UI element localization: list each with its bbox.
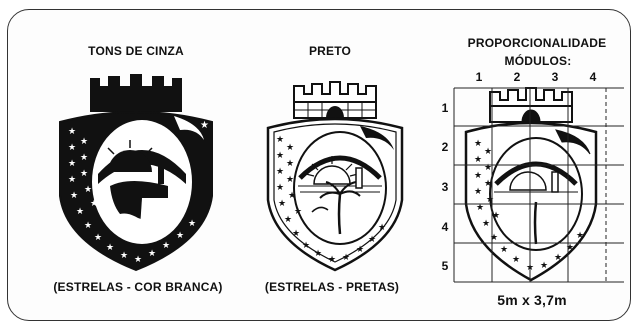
svg-text:★: ★ [492,211,500,221]
svg-text:★: ★ [276,167,284,177]
svg-text:★: ★ [284,215,292,225]
module-column-4: 4 [589,70,597,84]
proportionality-grid: ★★★ ★★★ ★★★ ★★★ ★★ ★★★ ★★ [453,87,624,283]
svg-text:★: ★ [70,191,78,201]
svg-text:★: ★ [148,249,156,259]
svg-text:★: ★ [484,179,492,189]
svg-text:★: ★ [106,243,114,253]
grayscale-caption: (ESTRELAS - COR BRANCA) [53,280,223,294]
svg-text:★: ★ [76,207,84,217]
svg-text:★: ★ [328,255,336,265]
coat-of-arms-outline [464,87,598,282]
modules-subtitle: MÓDULOS: [504,54,572,68]
svg-text:★: ★ [512,255,520,265]
svg-text:★: ★ [490,233,498,243]
svg-text:★: ★ [68,143,76,153]
svg-text:★: ★ [500,245,508,255]
svg-text:★: ★ [84,185,92,195]
svg-text:★: ★ [134,255,142,265]
svg-text:★: ★ [84,221,92,231]
svg-text:★: ★ [276,151,284,161]
svg-text:★: ★ [566,243,574,253]
module-row-5: 5 [441,259,449,273]
module-column-2: 2 [513,70,521,84]
svg-text:★: ★ [200,120,209,131]
module-column-1: 1 [475,70,483,84]
black-title: PRETO [308,44,352,58]
svg-text:★: ★ [474,139,482,149]
svg-text:★: ★ [576,231,584,241]
svg-text:★: ★ [276,183,284,193]
svg-text:★: ★ [482,219,490,229]
module-row-2: 2 [441,140,449,154]
coat-of-arms-grayscale: ★★★ ★★★ ★★★ ★★★ ★★★ ★★★ ★★ ★ [59,74,213,272]
grayscale-title: TONS DE CINZA [88,44,184,58]
svg-text:★: ★ [276,135,284,145]
svg-text:★: ★ [288,191,296,201]
svg-text:★: ★ [68,175,76,185]
svg-text:★: ★ [162,241,170,251]
svg-text:★: ★ [356,245,364,255]
svg-text:★: ★ [314,249,322,259]
svg-text:★: ★ [94,233,102,243]
svg-text:★: ★ [476,203,484,213]
svg-text:★: ★ [80,169,88,179]
dimensions-caption: 5m x 3,7m [497,292,567,308]
svg-text:★: ★ [278,199,286,209]
svg-text:★: ★ [342,253,350,263]
svg-text:★: ★ [368,235,376,245]
svg-text:★: ★ [176,231,184,241]
svg-text:★: ★ [302,241,310,251]
svg-text:★: ★ [80,137,88,147]
svg-text:★: ★ [474,171,482,181]
svg-text:★: ★ [484,147,492,157]
module-row-1: 1 [441,101,449,115]
svg-text:★: ★ [68,159,76,169]
black-caption: (ESTRELAS - PRETAS) [264,280,400,294]
svg-text:★: ★ [486,195,494,205]
svg-text:★: ★ [188,219,196,229]
svg-text:★: ★ [554,253,562,263]
svg-text:★: ★ [292,229,300,239]
svg-text:★: ★ [378,223,386,233]
svg-text:★: ★ [286,143,294,153]
svg-text:★: ★ [120,251,128,261]
coat-of-arms-black: ★★★ ★★★ ★★★ ★★★ ★★ ★★★ ★★ [266,81,404,272]
svg-text:★: ★ [286,175,294,185]
svg-text:★: ★ [474,187,482,197]
svg-text:★: ★ [484,163,492,173]
svg-text:★: ★ [90,199,98,209]
module-row-3: 3 [441,180,449,194]
proportionality-title: PROPORCIONALIDADE [467,36,607,50]
svg-text:★: ★ [68,127,76,137]
module-row-4: 4 [441,220,449,234]
svg-text:★: ★ [286,159,294,169]
svg-text:★: ★ [540,261,548,271]
svg-text:★: ★ [474,155,482,165]
svg-text:★: ★ [294,207,302,217]
svg-text:★: ★ [80,153,88,163]
module-column-3: 3 [551,70,559,84]
